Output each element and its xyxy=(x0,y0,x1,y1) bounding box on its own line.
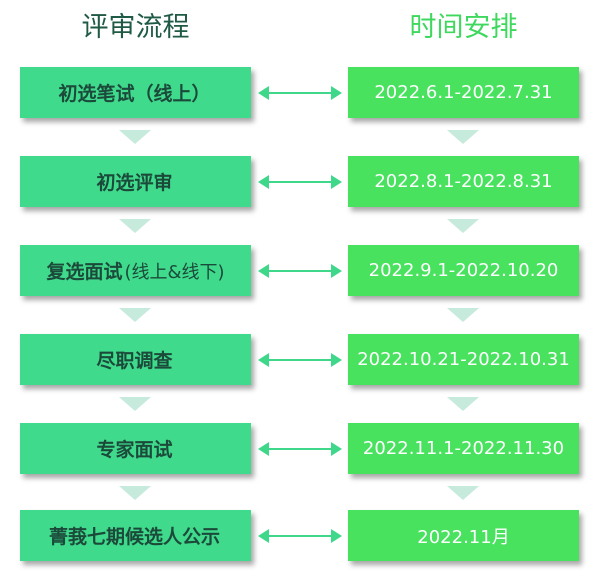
stage-box: 专家面试 xyxy=(20,423,251,474)
date-box: 2022.6.1-2022.7.31 xyxy=(348,67,579,118)
down-triangle-icon xyxy=(119,486,151,500)
schedule-header: 时间安排 xyxy=(409,12,518,43)
date-label: 2022.11.1-2022.11.30 xyxy=(362,438,565,459)
date-box: 2022.9.1-2022.10.20 xyxy=(348,245,579,296)
stage-box: 复选面试(线上&线下) xyxy=(20,245,251,296)
stage-label: 初选评审 xyxy=(96,172,173,194)
double-arrow-icon xyxy=(258,264,342,278)
date-label: 2022.9.1-2022.10.20 xyxy=(368,260,559,281)
double-arrow-icon xyxy=(258,442,342,456)
stage-box: 菁莪七期候选人公示 xyxy=(20,510,251,561)
stage-label: 专家面试 xyxy=(96,439,173,461)
double-arrow-icon xyxy=(258,86,342,100)
date-label: 2022.8.1-2022.8.31 xyxy=(374,171,553,192)
down-triangle-icon xyxy=(119,397,151,411)
double-arrow-icon xyxy=(258,529,342,543)
down-triangle-icon xyxy=(119,130,151,144)
date-box: 2022.11.1-2022.11.30 xyxy=(348,423,579,474)
date-box: 2022.11月 xyxy=(348,510,579,561)
stage-box: 尽职调查 xyxy=(20,334,251,385)
double-arrow-icon xyxy=(258,175,342,189)
down-triangle-icon xyxy=(447,308,479,322)
down-triangle-icon xyxy=(447,219,479,233)
down-triangle-icon xyxy=(447,397,479,411)
stage-label: 初选笔试（线上） xyxy=(58,83,211,105)
date-label: 2022.6.1-2022.7.31 xyxy=(374,82,553,103)
stage-label: 复选面试 xyxy=(46,261,123,283)
stage-sublabel: (线上&线下) xyxy=(124,261,225,283)
date-label: 2022.10.21-2022.10.31 xyxy=(357,349,570,370)
down-triangle-icon xyxy=(119,308,151,322)
stage-box: 初选笔试（线上） xyxy=(20,67,251,118)
down-triangle-icon xyxy=(447,130,479,144)
process-header: 评审流程 xyxy=(81,12,190,43)
stage-label: 尽职调查 xyxy=(96,350,173,372)
down-triangle-icon xyxy=(447,486,479,500)
stage-box: 初选评审 xyxy=(20,156,251,207)
date-box: 2022.8.1-2022.8.31 xyxy=(348,156,579,207)
date-label: 2022.11月 xyxy=(417,526,510,548)
double-arrow-icon xyxy=(258,353,342,367)
date-box: 2022.10.21-2022.10.31 xyxy=(348,334,579,385)
stage-label: 菁莪七期候选人公示 xyxy=(48,526,220,548)
down-triangle-icon xyxy=(119,219,151,233)
